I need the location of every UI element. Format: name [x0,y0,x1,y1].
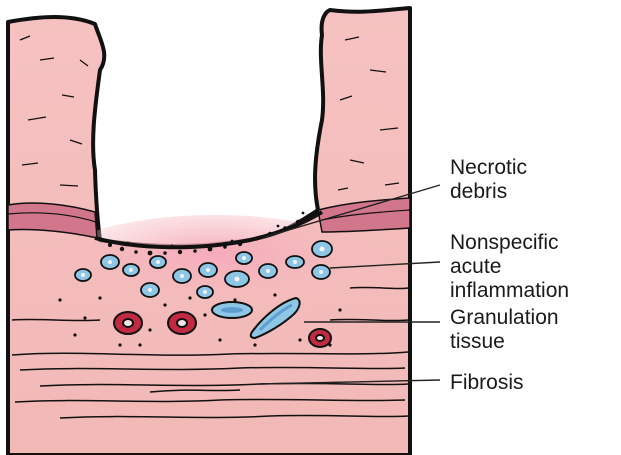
red-vessel [168,312,196,334]
blue-cell [312,241,332,257]
blue-cell [101,255,119,269]
blue-cell [312,265,330,279]
blue-cell [286,256,304,268]
tissue-section [8,8,410,455]
blue-cell [197,286,213,298]
red-vessel [114,312,142,334]
blue-cell [123,264,139,276]
blue-cell [225,271,249,287]
blue-cell [75,269,91,281]
blue-cell [141,283,159,297]
label-necrotic-debris: Necrotic debris [450,156,533,203]
red-vessel [309,329,331,347]
blue-cell [150,256,166,268]
blue-cell [199,263,217,277]
label-nonspecific-inflammation: Nonspecific acute inflammation [450,231,569,302]
label-granulation-tissue: Granulation tissue [450,306,564,353]
blue-cell [259,264,277,278]
blue-cell [173,269,191,283]
labels: Necrotic debris Nonspecific acute inflam… [450,156,569,394]
blue-cell [236,252,252,264]
label-fibrosis: Fibrosis [450,371,524,394]
